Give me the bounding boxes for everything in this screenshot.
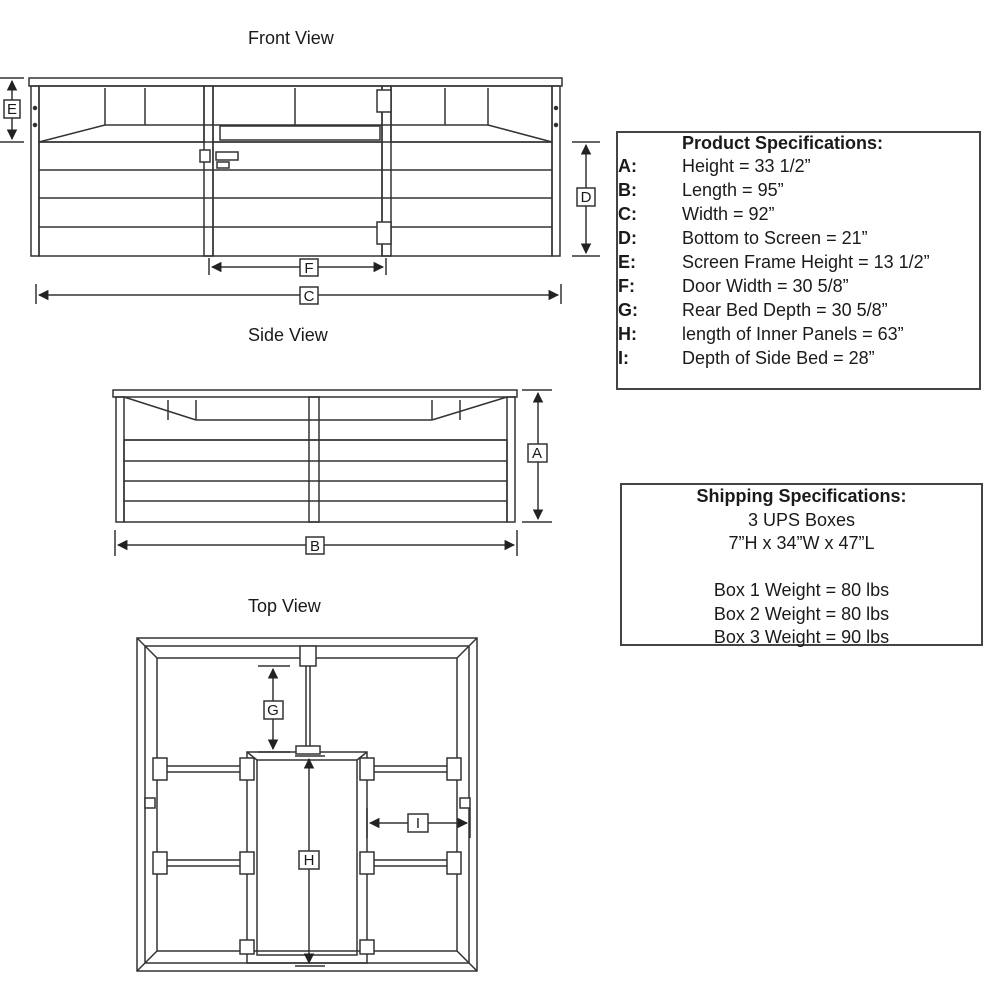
dimension-h <box>295 755 325 967</box>
dimension-g <box>258 665 290 753</box>
shipping-line-blank <box>622 556 981 580</box>
dimension-i <box>366 808 471 838</box>
label-c: C <box>304 288 315 305</box>
product-specifications-title: Product Specifications: <box>682 133 884 153</box>
top-view-title: Top View <box>248 596 321 616</box>
label-h: H <box>304 852 315 869</box>
label-e: E <box>7 101 17 118</box>
shipping-line: Box 3 Weight = 90 lbs <box>713 627 890 647</box>
dimension-f <box>208 258 387 277</box>
shipping-specifications-box: Shipping Specifications: 3 UPS Boxes 7”H… <box>620 483 983 647</box>
product-specifications-box: Product Specifications: A:Height = 33 1/… <box>616 131 981 390</box>
dimension-a <box>522 389 552 523</box>
top-view-drawing <box>136 637 478 972</box>
dimension-c <box>35 284 562 305</box>
label-g: G <box>267 702 279 719</box>
label-d: D <box>581 189 592 206</box>
dimension-b <box>114 530 518 556</box>
side-view-drawing <box>112 389 518 523</box>
label-i: I <box>416 815 420 832</box>
shipping-line: 3 UPS Boxes <box>747 509 856 530</box>
front-view-title: Front View <box>248 28 334 48</box>
label-b: B <box>310 538 320 555</box>
shipping-line: 7”H x 34”W x 47”L <box>728 533 875 553</box>
shipping-line: Box 2 Weight = 80 lbs <box>713 603 890 624</box>
front-view-drawing <box>28 77 563 257</box>
dimension-e <box>0 77 24 143</box>
label-a: A <box>532 445 542 462</box>
shipping-line: Box 1 Weight = 80 lbs <box>713 580 890 600</box>
label-f: F <box>304 260 313 277</box>
dimension-d <box>572 141 600 257</box>
side-view-title: Side View <box>248 325 328 345</box>
shipping-specifications-title: Shipping Specifications: <box>696 486 907 506</box>
